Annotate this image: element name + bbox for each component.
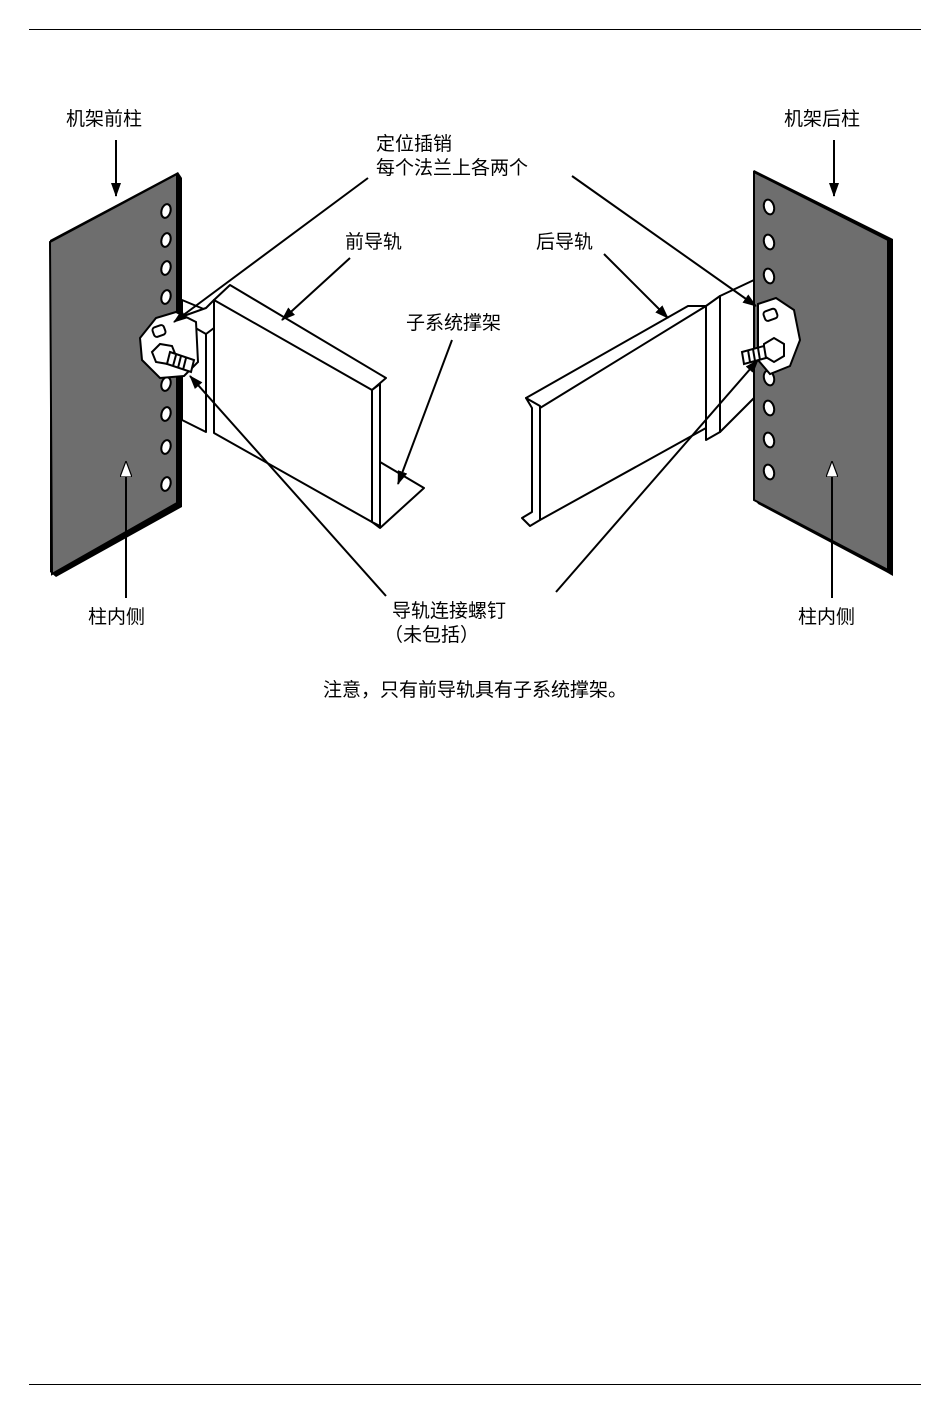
arrow-pins-left [174, 178, 368, 322]
arrow-rear-rail [604, 254, 668, 318]
label-front-rail: 前导轨 [345, 231, 402, 254]
label-inner-side-left: 柱内侧 [88, 606, 145, 629]
label-rear-rail: 后导轨 [536, 231, 593, 254]
label-pins-line1: 定位插销 [376, 133, 452, 156]
label-screws-line2: （未包括） [384, 624, 479, 647]
label-front-post: 机架前柱 [66, 108, 142, 131]
arrow-pins-right [572, 176, 756, 306]
label-pins-line2: 每个法兰上各两个 [376, 157, 528, 180]
arrow-front-rail [282, 258, 350, 320]
bottom-rule [29, 1384, 921, 1385]
rear-rail [522, 280, 754, 526]
label-subsystem-bracket: 子系统撑架 [406, 312, 501, 335]
figure-caption: 注意，只有前导轨具有子系统撑架。 [0, 678, 950, 702]
label-screws-line1: 导轨连接螺钉 [392, 600, 506, 623]
label-rear-post: 机架后柱 [784, 108, 860, 131]
front-rail [178, 285, 424, 528]
arrow-bracket [398, 340, 452, 484]
label-inner-side-right: 柱内侧 [798, 606, 855, 629]
